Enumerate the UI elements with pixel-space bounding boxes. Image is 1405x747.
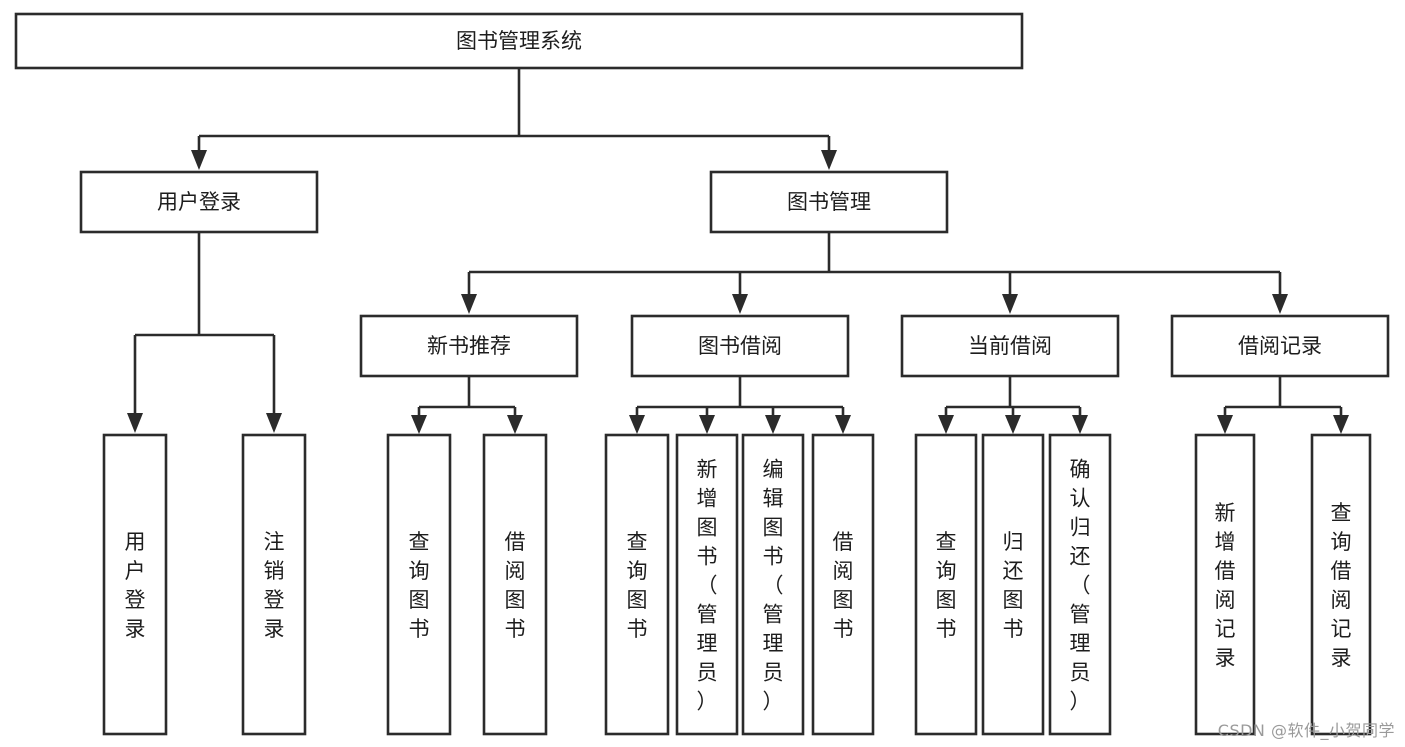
arrow-head-icon	[938, 415, 954, 434]
node-leaf-add-borrow-record[interactable]: 新增借阅记录	[1194, 433, 1256, 736]
node-current-borrow[interactable]: 当前借阅	[900, 314, 1120, 378]
arrow-head-icon	[266, 413, 282, 433]
arrow-head-icon	[1272, 294, 1288, 314]
node-leaf-user-login[interactable]: 用户登录	[102, 433, 168, 736]
node-label-borrow-record: 借阅记录	[1238, 334, 1322, 358]
node-leaf-borrow-book-recommend[interactable]: 借阅图书	[482, 433, 548, 736]
node-box-leaf-query-book-borrow	[604, 433, 670, 736]
node-label-leaf-query-borrow-record: 查询借阅记录	[1331, 501, 1352, 670]
node-box-leaf-query-borrow-record	[1310, 433, 1372, 736]
node-box-leaf-borrow-book-recommend	[482, 433, 548, 736]
arrow-head-icon	[1333, 415, 1349, 434]
node-box-leaf-user-login	[102, 433, 168, 736]
arrow-head-icon	[461, 294, 477, 314]
node-box-borrow-record	[1170, 314, 1390, 378]
node-label-leaf-query-book-current: 查询图书	[936, 530, 957, 641]
node-label-leaf-add-borrow-record: 新增借阅记录	[1215, 501, 1236, 670]
node-box-leaf-edit-book-admin	[741, 433, 805, 736]
node-box-user-login	[79, 170, 319, 234]
node-box-leaf-query-book-recommend	[386, 433, 452, 736]
arrow-head-icon	[732, 294, 748, 314]
node-box-leaf-return-book	[981, 433, 1045, 736]
node-label-leaf-user-login: 用户登录	[125, 530, 146, 641]
node-label-leaf-borrow-book: 借阅图书	[833, 530, 854, 641]
arrow-head-icon	[1217, 415, 1233, 434]
arrow-head-icon	[127, 413, 143, 433]
arrow-head-icon	[507, 415, 523, 434]
arrow-head-icon	[191, 150, 207, 170]
arrow-head-icon	[411, 415, 427, 434]
node-new-book-recommend[interactable]: 新书推荐	[359, 314, 579, 378]
node-box-leaf-logout-login	[241, 433, 307, 736]
arrow-head-icon	[629, 415, 645, 434]
arrow-head-icon	[1005, 415, 1021, 434]
node-box-current-borrow	[900, 314, 1120, 378]
node-box-book-borrow	[630, 314, 850, 378]
arrow-head-icon	[699, 415, 715, 434]
node-book-management[interactable]: 图书管理	[709, 170, 949, 234]
node-label-leaf-logout-login: 注销登录	[264, 530, 285, 641]
node-box-root	[14, 12, 1024, 70]
node-label-book-management: 图书管理	[787, 190, 871, 214]
node-book-borrow[interactable]: 图书借阅	[630, 314, 850, 378]
node-leaf-edit-book-admin[interactable]: 编辑图书（管理员）	[741, 433, 805, 736]
node-label-current-borrow: 当前借阅	[968, 334, 1052, 358]
arrow-head-icon	[1002, 294, 1018, 314]
node-label-leaf-query-book-recommend: 查询图书	[409, 530, 430, 641]
node-label-leaf-confirm-return-admin: 确认归还（管理员）	[1070, 458, 1091, 714]
node-box-leaf-confirm-return-admin	[1048, 433, 1112, 736]
node-leaf-query-book-borrow[interactable]: 查询图书	[604, 433, 670, 736]
node-box-book-management	[709, 170, 949, 234]
node-label-new-book-recommend: 新书推荐	[427, 334, 511, 358]
node-label-leaf-add-book-admin: 新增图书（管理员）	[697, 458, 718, 714]
node-leaf-confirm-return-admin[interactable]: 确认归还（管理员）	[1048, 433, 1112, 736]
node-box-leaf-add-book-admin	[675, 433, 739, 736]
node-leaf-logout-login[interactable]: 注销登录	[241, 433, 307, 736]
arrow-head-icon	[821, 150, 837, 170]
arrow-head-icon	[765, 415, 781, 434]
csdn-watermark: CSDN @软件_小贺同学	[1217, 721, 1395, 740]
node-leaf-add-book-admin[interactable]: 新增图书（管理员）	[675, 433, 739, 736]
node-leaf-query-book-recommend[interactable]: 查询图书	[386, 433, 452, 736]
node-box-leaf-add-borrow-record	[1194, 433, 1256, 736]
node-leaf-return-book[interactable]: 归还图书	[981, 433, 1045, 736]
node-label-leaf-return-book: 归还图书	[1003, 530, 1024, 641]
node-box-new-book-recommend	[359, 314, 579, 378]
arrow-head-icon	[835, 415, 851, 434]
node-leaf-query-borrow-record[interactable]: 查询借阅记录	[1310, 433, 1372, 736]
node-borrow-record[interactable]: 借阅记录	[1170, 314, 1390, 378]
node-label-user-login: 用户登录	[157, 190, 241, 214]
connectors-layer	[127, 68, 1349, 434]
node-box-leaf-borrow-book	[811, 433, 875, 736]
node-leaf-borrow-book[interactable]: 借阅图书	[811, 433, 875, 736]
node-box-leaf-query-book-current	[914, 433, 978, 736]
arrow-head-icon	[1072, 415, 1088, 434]
node-label-leaf-borrow-book-recommend: 借阅图书	[505, 530, 526, 641]
node-leaf-query-book-current[interactable]: 查询图书	[914, 433, 978, 736]
node-root[interactable]: 图书管理系统	[14, 12, 1024, 70]
node-label-leaf-edit-book-admin: 编辑图书（管理员）	[763, 458, 784, 714]
node-label-root: 图书管理系统	[456, 29, 582, 53]
node-user-login[interactable]: 用户登录	[79, 170, 319, 234]
node-label-leaf-query-book-borrow: 查询图书	[627, 530, 648, 641]
node-label-book-borrow: 图书借阅	[698, 334, 782, 358]
nodes-layer: 图书管理系统用户登录图书管理新书推荐图书借阅当前借阅借阅记录用户登录注销登录查询…	[14, 12, 1390, 736]
